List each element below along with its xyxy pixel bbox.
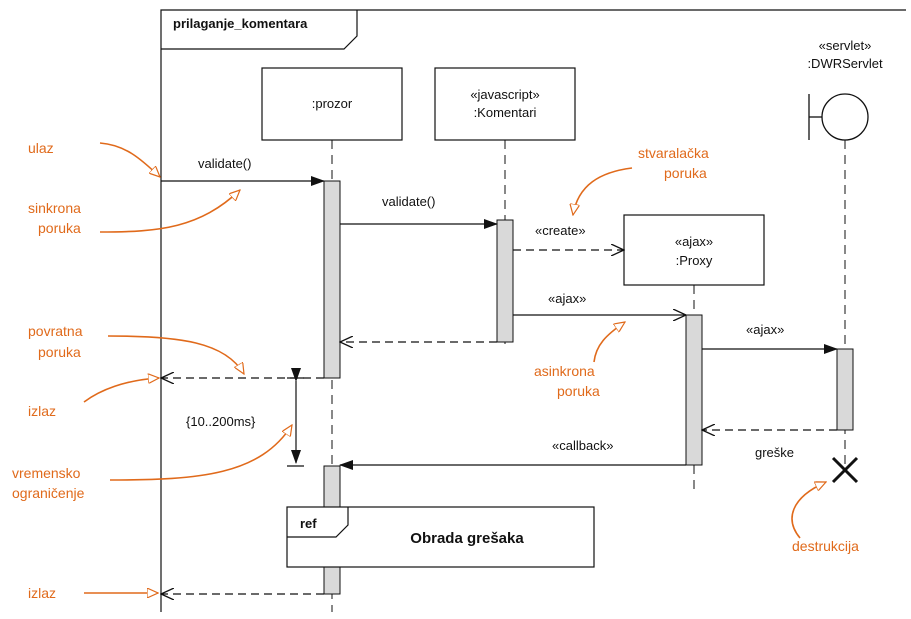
- servlet-name: :DWRServlet: [807, 56, 883, 71]
- activation-komentari: [496, 219, 514, 343]
- servlet-stereotype: «servlet»: [819, 38, 872, 53]
- message-ajax-1-label: «ajax»: [548, 291, 586, 306]
- message-validate-2-label: validate(): [382, 194, 435, 209]
- ref-tag: ref: [300, 516, 317, 531]
- annotation-stvaralacka-text2: poruka: [664, 165, 707, 181]
- prozor-name: :prozor: [312, 96, 353, 111]
- proxy-name: :Proxy: [676, 253, 713, 268]
- annotation-povratna-text1: povratna: [28, 323, 83, 339]
- message-callback: «callback»: [339, 438, 686, 470]
- komentari-name: :Komentari: [474, 105, 537, 120]
- annotation-stvaralacka: stvaralačka poruka: [573, 145, 709, 215]
- prozor-head: [261, 67, 403, 141]
- message-greske: greške: [702, 430, 837, 460]
- message-ajax-2-label: «ajax»: [746, 322, 784, 337]
- diagram-frame: prilaganje_komentara: [160, 9, 906, 612]
- annotation-izlaz-1: izlaz: [28, 378, 159, 419]
- annotation-sinkrona-text1: sinkrona: [28, 200, 81, 216]
- annotation-asinkrona-text1: asinkrona: [534, 363, 595, 379]
- lifeline-servlet: «servlet» :DWRServlet: [807, 38, 883, 484]
- message-validate-1-label: validate(): [198, 156, 251, 171]
- annotation-stvaralacka-text1: stvaralačka: [638, 145, 709, 161]
- annotation-sinkrona: sinkrona poruka: [28, 190, 240, 236]
- annotation-izlaz-2-text: izlaz: [28, 585, 56, 601]
- annotation-vremensko: vremensko ograničenje: [12, 425, 292, 501]
- annotation-destrukcija: destrukcija: [791, 481, 859, 554]
- annotation-vremensko-text2: ograničenje: [12, 485, 85, 501]
- annotation-asinkrona-text2: poruka: [557, 383, 600, 399]
- message-greske-label: greške: [755, 445, 794, 460]
- message-ajax-1: «ajax»: [513, 291, 686, 315]
- message-callback-label: «callback»: [552, 438, 613, 453]
- lifeline-proxy: «ajax» :Proxy: [623, 214, 765, 495]
- ref-label: Obrada grešaka: [410, 530, 524, 547]
- lifeline-komentari: «javascript» :Komentari: [434, 67, 576, 350]
- ref-fragment: ref Obrada grešaka: [286, 506, 595, 568]
- activation-proxy: [685, 314, 703, 466]
- activation-servlet: [836, 348, 854, 431]
- duration-constraint: {10..200ms}: [186, 368, 304, 467]
- activation-prozor-1: [323, 180, 341, 379]
- annotation-povratna: povratna poruka: [28, 323, 244, 374]
- message-create-label: «create»: [535, 223, 586, 238]
- annotation-ulaz-text: ulaz: [28, 140, 54, 156]
- komentari-stereotype: «javascript»: [470, 87, 539, 102]
- annotation-izlaz-2: izlaz: [28, 585, 158, 601]
- message-create: «create»: [513, 223, 624, 250]
- destruction-x: [831, 456, 859, 484]
- frame-title: prilaganje_komentara: [173, 16, 308, 31]
- annotation-vremensko-text1: vremensko: [12, 465, 81, 481]
- komentari-head: [434, 67, 576, 141]
- boundary-icon: [808, 93, 869, 141]
- annotation-sinkrona-text2: poruka: [38, 220, 81, 236]
- annotation-povratna-text2: poruka: [38, 344, 81, 360]
- annotation-asinkrona: asinkrona poruka: [534, 322, 625, 399]
- annotation-ulaz: ulaz: [28, 140, 160, 177]
- message-validate-1: validate(): [161, 156, 325, 186]
- duration-label: {10..200ms}: [186, 414, 256, 429]
- proxy-stereotype: «ajax»: [675, 234, 713, 249]
- message-validate-2: validate(): [340, 194, 498, 229]
- annotation-destrukcija-text: destrukcija: [792, 538, 859, 554]
- message-ajax-2: «ajax»: [702, 322, 838, 354]
- annotation-izlaz-1-text: izlaz: [28, 403, 56, 419]
- proxy-head: [623, 214, 765, 286]
